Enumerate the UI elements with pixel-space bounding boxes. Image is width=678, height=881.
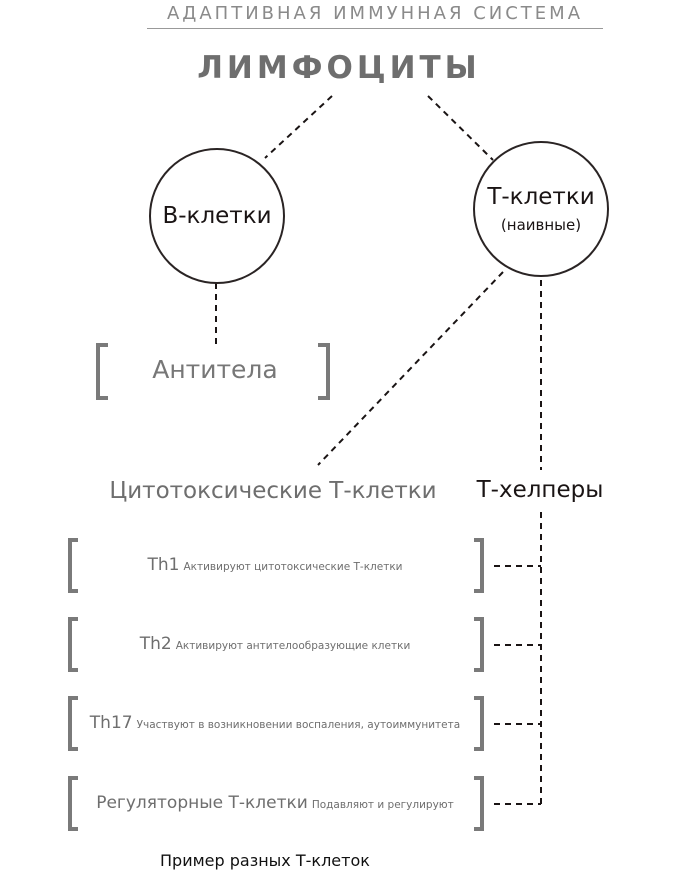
- header-divider: [147, 28, 603, 29]
- diagram-title: ЛИМФОЦИТЫ: [197, 50, 481, 86]
- b-cells-label: B-клетки: [162, 203, 272, 229]
- helper-type-name: Th2: [139, 634, 172, 654]
- t-cells-label: Т-клетки: [487, 184, 595, 210]
- antibodies-bracket-left: [96, 343, 108, 400]
- helper-type-description: Участвуют в возникновении воспаления, ау…: [136, 719, 461, 731]
- t-cells-sublabel: (наивные): [500, 216, 582, 234]
- treg-bracket-right: [474, 776, 484, 831]
- antibodies-bracket-right: [318, 343, 330, 400]
- connector-lymph-to-t: [427, 95, 494, 161]
- diagram-header: АДАПТИВНАЯ ИММУННАЯ СИСТЕМА: [166, 3, 584, 24]
- th17-bracket-right: [474, 696, 484, 751]
- th2-bracket-left: [68, 617, 78, 672]
- connector-lymph-to-b: [264, 95, 333, 159]
- treg-bracket-left: [68, 776, 78, 831]
- cytotoxic-t-cells-label: Цитотоксические Т-клетки: [109, 478, 437, 504]
- th17-bracket-left: [68, 696, 78, 751]
- helper-type-name: Th17: [89, 713, 133, 733]
- t-cells-node: Т-клетки (наивные): [473, 141, 609, 277]
- connector-t-to-cytotoxic: [317, 271, 504, 466]
- helper-type-name: Регуляторные Т-клетки: [96, 793, 308, 813]
- b-cells-node: B-клетки: [149, 148, 285, 284]
- diagram-caption: Пример разных Т-клеток: [160, 851, 370, 870]
- th1-bracket-left: [68, 538, 78, 593]
- helper-type-name: Th1: [147, 555, 180, 575]
- helper-type-description: Подавляют и регулируют: [311, 799, 454, 811]
- helper-type-description: Активируют цитотоксические Т-клетки: [183, 561, 403, 573]
- th2-bracket-right: [474, 617, 484, 672]
- th1-bracket-right: [474, 538, 484, 593]
- helper-type-description: Активируют антителообразующие клетки: [175, 640, 411, 652]
- antibodies-label: Антитела: [152, 355, 278, 384]
- t-helpers-label: Т-хелперы: [476, 477, 604, 503]
